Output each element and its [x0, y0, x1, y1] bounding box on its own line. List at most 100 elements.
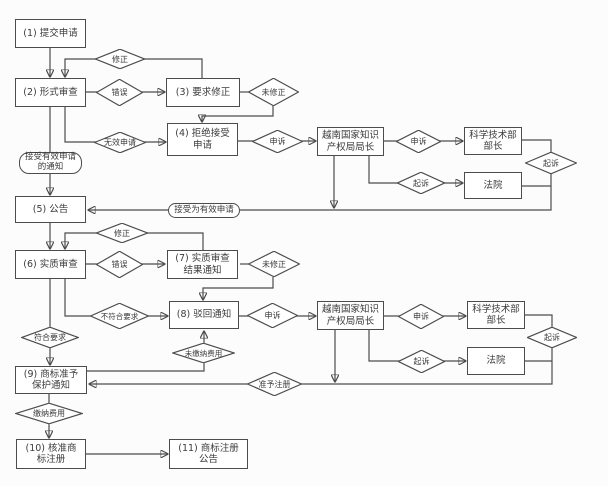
decision-label: 未修正: [262, 259, 286, 269]
decision-meets-requirements: 符合要求: [21, 327, 79, 348]
diamond-shape: [96, 79, 143, 106]
process-box-court-bottom: 法院: [467, 347, 525, 375]
decision-error-bottom: 错误: [96, 251, 143, 278]
pill-notice-of-valid-application: 接受有效申请 的通知: [19, 152, 82, 174]
decision-not-corrected-top: 未修正: [248, 78, 299, 106]
decision-label: 错误: [111, 260, 128, 269]
process-box-label: (1) 提交申请: [23, 27, 78, 39]
diamond-shape: [525, 152, 577, 174]
process-box-publication: (5) 公告: [15, 196, 86, 223]
decision-grant-registration: 准予注册: [247, 372, 302, 396]
decision-appeal-bottom-1: 申诉: [247, 303, 298, 328]
diamond-shape: [527, 327, 577, 348]
process-box-examination-result-notice: (7) 实质审查 结果通知: [167, 250, 238, 279]
decision-not-corrected-bottom: 未修正: [248, 251, 300, 277]
process-box-label: (9) 商标准予 保护通知: [23, 368, 79, 391]
diamond-shape: [96, 251, 143, 278]
diamond-shape: [248, 78, 299, 106]
decision-label: 申诉: [413, 312, 429, 321]
process-box-label: 越南国家知识 产权局局长: [321, 304, 379, 327]
decision-label: 缴纳费用: [33, 409, 65, 418]
diamond-shape: [90, 303, 149, 329]
connector-line: [202, 106, 274, 122]
connector-line: [88, 139, 552, 210]
process-box-label: (8) 驳回通知: [176, 309, 232, 321]
decision-label: 申诉: [269, 137, 286, 146]
decision-label: 符合要求: [34, 333, 66, 342]
process-box-label: (3) 要求修正: [175, 86, 231, 98]
decision-label: 修正: [112, 54, 128, 64]
diamond-shape: [15, 403, 83, 424]
diamond-shape: [396, 130, 441, 153]
diamond-shape: [94, 132, 146, 153]
process-box-label: 科学技术部 部长: [472, 303, 520, 326]
diamond-shape: [252, 130, 303, 153]
process-box-label: (11) 商标注册 公告: [178, 442, 239, 465]
decision-label: 起诉: [544, 333, 560, 342]
process-box-label: (7) 实质审查 结果通知: [175, 253, 230, 276]
decision-appeal-top-1: 申诉: [252, 130, 303, 153]
process-box-label: (5) 公告: [32, 203, 69, 215]
process-box-most-minister-top: 科学技术部 部长: [464, 127, 522, 155]
process-box-submit-application: (1) 提交申请: [15, 19, 86, 48]
process-box-label: 科学技术部 部长: [469, 129, 517, 152]
connector-line: [89, 314, 553, 384]
decision-label: 无效申请: [104, 138, 136, 147]
decision-label: 起诉: [543, 158, 559, 168]
process-box-most-minister-bottom: 科学技术部 部长: [467, 301, 525, 329]
decision-fee-unpaid: 未缴纳费用: [172, 343, 235, 363]
connector-line: [203, 277, 274, 300]
pill-label: 接受有效申请 的通知: [24, 152, 76, 172]
diamond-shape: [95, 49, 145, 69]
decision-label: 未修正: [261, 87, 286, 97]
diamond-shape: [172, 343, 235, 363]
diamond-shape: [247, 303, 298, 328]
decision-fee-paid: 缴纳费用: [15, 403, 83, 424]
diamond-shape: [21, 327, 79, 348]
diamond-shape: [398, 350, 445, 373]
decision-lawsuit-bottom-right: 起诉: [527, 327, 577, 348]
process-box-protection-grant-notice: (9) 商标准予 保护通知: [15, 366, 87, 394]
decision-appeal-bottom-2: 申诉: [398, 304, 444, 329]
decision-label: 不符合要求: [100, 311, 139, 321]
process-box-vnipo-director-top: 越南国家知识 产权局局长: [317, 127, 384, 156]
decision-label: 准予注册: [258, 379, 291, 389]
decision-lawsuit-top-right: 起诉: [525, 152, 577, 174]
decision-label: 起诉: [413, 178, 429, 188]
diamond-shape: [247, 372, 302, 396]
decision-label: 修正: [114, 228, 130, 238]
process-box-label: (10) 核准商 标注册: [25, 442, 77, 465]
decision-lawsuit-bottom-inner: 起诉: [398, 350, 445, 373]
decision-correction-top: 修正: [95, 49, 145, 69]
process-box-formality-examination: (2) 形式审查: [15, 78, 86, 107]
decision-lawsuit-top-inner: 起诉: [397, 172, 445, 194]
decision-label: 申诉: [264, 311, 281, 320]
process-box-vnipo-director-bottom: 越南国家知识 产权局局长: [317, 301, 384, 330]
process-box-label: (6) 实质审查: [23, 258, 78, 270]
decision-label: 起诉: [413, 357, 430, 366]
diamond-shape: [397, 172, 445, 194]
decision-appeal-top-2: 申诉: [396, 130, 441, 153]
process-box-approve-registration: (10) 核准商 标注册: [16, 439, 86, 469]
pill-label: 接受为有效申请: [174, 204, 234, 215]
process-box-substantive-examination: (6) 实质审查: [15, 250, 86, 279]
decision-label: 未缴纳费用: [184, 348, 223, 358]
pill-accepted-as-valid-application: 接受为有效申请: [168, 203, 240, 218]
decision-not-meet-requirements: 不符合要求: [90, 303, 149, 329]
process-box-label: (4) 拒绝接受 申请: [175, 128, 230, 151]
process-box-label: 越南国家知识 产权局局长: [321, 130, 379, 153]
decision-label: 申诉: [410, 137, 427, 146]
process-box-registration-announcement: (11) 商标注册 公告: [169, 439, 248, 469]
process-box-rejection-notice: (8) 驳回通知: [169, 301, 239, 329]
diamond-shape: [398, 304, 444, 329]
process-box-request-correction: (3) 要求修正: [166, 78, 240, 107]
decision-error-top: 错误: [96, 79, 143, 106]
diamond-shape: [96, 223, 148, 243]
diamond-shape: [248, 251, 300, 277]
process-box-court-top: 法院: [464, 172, 522, 199]
decision-correction-bottom: 修正: [96, 223, 148, 243]
process-box-label: (2) 形式审查: [23, 86, 78, 98]
process-box-label: 法院: [483, 179, 503, 191]
